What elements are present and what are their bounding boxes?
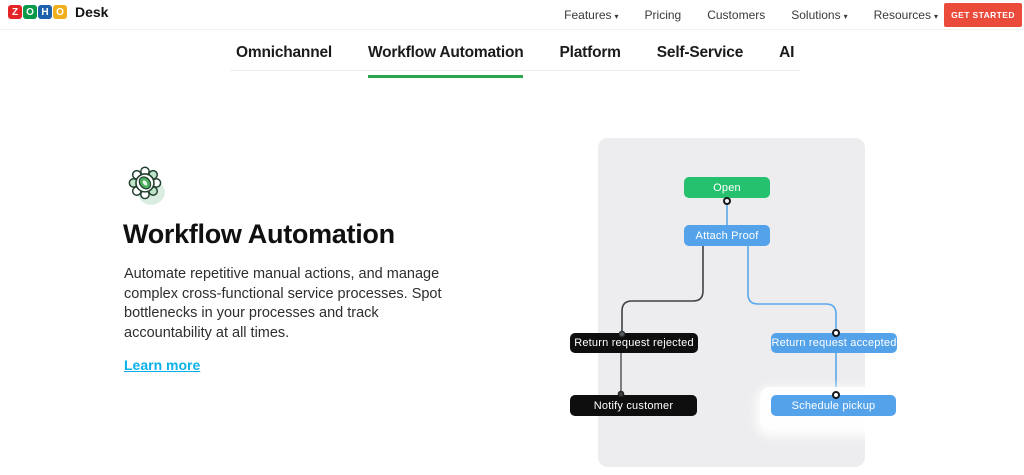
tab-self-service[interactable]: Self-Service — [656, 44, 744, 61]
logo-tile-z: Z — [8, 5, 22, 19]
tabbar-divider — [230, 70, 800, 71]
nav-item-customers[interactable]: Customers — [707, 8, 765, 22]
workflow-gear-icon — [122, 161, 170, 209]
flow-node-notify-customer: Notify customer — [570, 395, 697, 416]
nav-label: Customers — [707, 8, 766, 22]
chevron-down-icon: ▾ — [614, 12, 619, 21]
top-header: Z O H O Desk Features▾ Pricing Customers… — [0, 0, 1024, 30]
logo-tile-h: H — [38, 5, 52, 19]
nav-item-resources[interactable]: Resources▾ — [874, 8, 938, 22]
get-started-button[interactable]: GET STARTED — [944, 3, 1022, 27]
feature-tabs: Omnichannel Workflow Automation Platform… — [236, 44, 794, 78]
zoho-logo-icon: Z O H O — [8, 5, 67, 19]
nav-label: Resources — [873, 8, 931, 22]
zoho-desk-logo[interactable]: Z O H O Desk — [8, 4, 108, 20]
nav-label: Features — [564, 8, 612, 22]
logo-tile-o1: O — [23, 5, 37, 19]
nav-label: Solutions — [791, 8, 841, 22]
tab-workflow-automation[interactable]: Workflow Automation — [367, 44, 524, 78]
flow-node-schedule-pickup: Schedule pickup — [771, 395, 896, 416]
tab-omnichannel[interactable]: Omnichannel — [236, 44, 332, 61]
learn-more-link[interactable]: Learn more — [124, 357, 201, 373]
product-name: Desk — [75, 4, 109, 20]
tab-ai[interactable]: AI — [779, 44, 795, 61]
chevron-down-icon: ▾ — [843, 12, 848, 21]
logo-tile-o2: O — [53, 5, 67, 19]
flow-node-return-request-accepted: Return request accepted — [771, 333, 897, 353]
nav-label: Pricing — [644, 8, 682, 22]
flow-node-return-request-rejected: Return request rejected — [570, 333, 698, 353]
feature-description: Automate repetitive manual actions, and … — [124, 266, 442, 341]
tab-platform[interactable]: Platform — [559, 44, 621, 61]
nav-item-pricing[interactable]: Pricing — [645, 8, 682, 22]
nav-item-features[interactable]: Features▾ — [564, 8, 618, 22]
flow-node-open: Open — [684, 177, 770, 198]
chevron-down-icon: ▾ — [933, 12, 938, 21]
page-title: Workflow Automation — [123, 219, 395, 249]
flow-node-attach-proof: Attach Proof — [684, 225, 770, 246]
top-navigation: Features▾ Pricing Customers Solutions▾ R… — [564, 0, 938, 30]
nav-item-solutions[interactable]: Solutions▾ — [791, 8, 847, 22]
